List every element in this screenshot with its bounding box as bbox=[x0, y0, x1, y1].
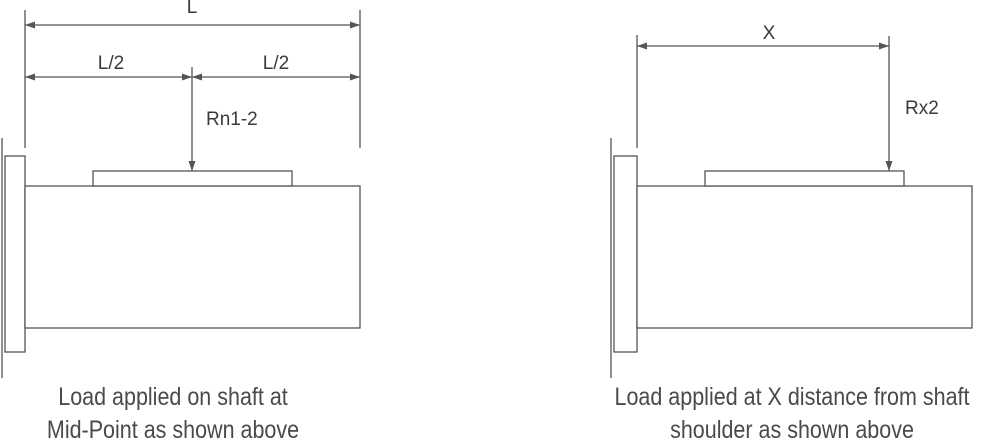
label-load: Rx2 bbox=[905, 98, 939, 119]
caption-line: Load applied at X distance from shaft bbox=[614, 383, 970, 411]
label-load: Rn1-2 bbox=[206, 109, 258, 130]
shaft-body bbox=[24, 185, 361, 329]
figure-midpoint-labels: L L/2 L/2 Rn1-2 bbox=[98, 0, 289, 130]
shaft-shoulder bbox=[613, 155, 638, 353]
caption-offset: Load applied at X distance from shaft sh… bbox=[577, 381, 1000, 447]
label-distance: X bbox=[763, 23, 776, 44]
caption-midpoint: Load applied on shaft at Mid-Point as sh… bbox=[0, 381, 388, 447]
shaft-body bbox=[636, 185, 973, 329]
load-pad bbox=[704, 170, 905, 187]
figure-offset-labels: X Rx2 bbox=[763, 23, 939, 119]
label-total-length: L bbox=[187, 0, 198, 18]
label-half-right: L/2 bbox=[263, 53, 289, 74]
caption-line: shoulder as shown above bbox=[670, 416, 914, 444]
caption-line: Mid-Point as shown above bbox=[46, 416, 300, 444]
figure-midpoint-load bbox=[1, 10, 361, 378]
label-half-left: L/2 bbox=[98, 53, 124, 74]
figure-offset-load bbox=[610, 35, 973, 378]
caption-line: Load applied on shaft at bbox=[58, 383, 288, 411]
load-pad bbox=[92, 170, 293, 187]
shaft-shoulder bbox=[4, 155, 26, 353]
